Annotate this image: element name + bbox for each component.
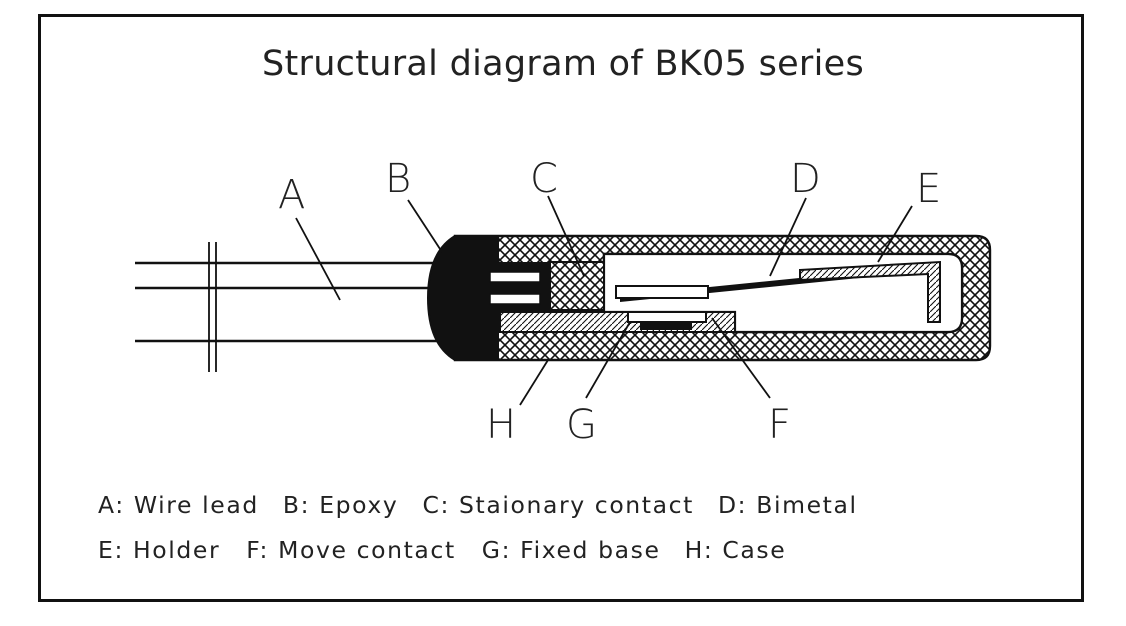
diagram-title: Structural diagram of BK05 series (261, 44, 865, 84)
legend-item-f: F: Move contact (246, 536, 456, 564)
legend-row-2: E: Holder F: Move contact G: Fixed base H: … (98, 536, 786, 564)
label-b: B (385, 156, 411, 202)
legend-item-d: D: Bimetal (717, 491, 858, 519)
legend-item-c: C: Staionary contact (422, 491, 694, 519)
legend-item-g: G: Fixed base (481, 536, 661, 564)
legend-item-a: A: Wire lead (98, 491, 259, 519)
label-h: H (486, 402, 516, 448)
label-f: F (768, 402, 791, 448)
move-contact-tip (640, 322, 692, 330)
legend-item-e: E: Holder (98, 536, 221, 564)
bimetal-contact (615, 285, 709, 299)
label-c: C (530, 156, 558, 202)
label-d: D (790, 156, 821, 202)
legend-item-b: B: Epoxy (282, 491, 399, 519)
wire-terminal-2 (489, 293, 541, 305)
label-g: G (566, 402, 597, 448)
holder (799, 260, 941, 323)
move-contact (627, 311, 707, 323)
wire-terminal-1 (489, 271, 541, 283)
label-e: E (916, 166, 941, 212)
stationary-contact-block (549, 261, 605, 311)
legend-item-h: H: Case (684, 536, 787, 564)
wire-lead (135, 242, 440, 372)
label-a: A (278, 172, 305, 218)
legend-row-1: A: Wire lead B: Epoxy C: Staionary contact… (98, 491, 858, 519)
leader-lines (295, 195, 913, 406)
